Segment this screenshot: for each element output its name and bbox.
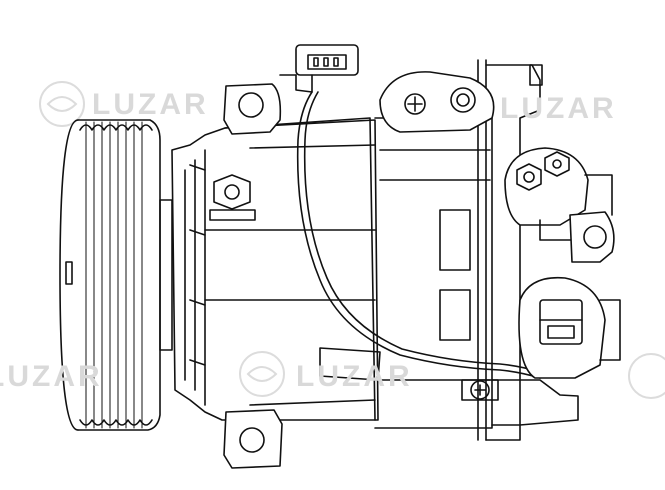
side-mount-ear [569, 174, 615, 263]
wire-harness [296, 91, 541, 379]
wire-connector-top [279, 44, 359, 93]
top-mount-ear [223, 83, 282, 135]
watermark-text: LUZAR [0, 360, 103, 393]
front-housing [171, 119, 379, 421]
compressor-body [204, 59, 543, 441]
bottom-mount-ear [223, 409, 283, 469]
bottom-right-bracket [461, 379, 579, 426]
pulley [59, 119, 173, 431]
rear-fitting-plate [379, 71, 495, 133]
watermark-logo [39, 81, 665, 399]
control-valve-connector [518, 276, 621, 379]
pressure-switch [504, 147, 589, 241]
watermark-text: LUZAR [92, 88, 209, 121]
watermark-text: LUZAR [500, 92, 617, 125]
watermark-text: LUZAR [296, 360, 413, 393]
